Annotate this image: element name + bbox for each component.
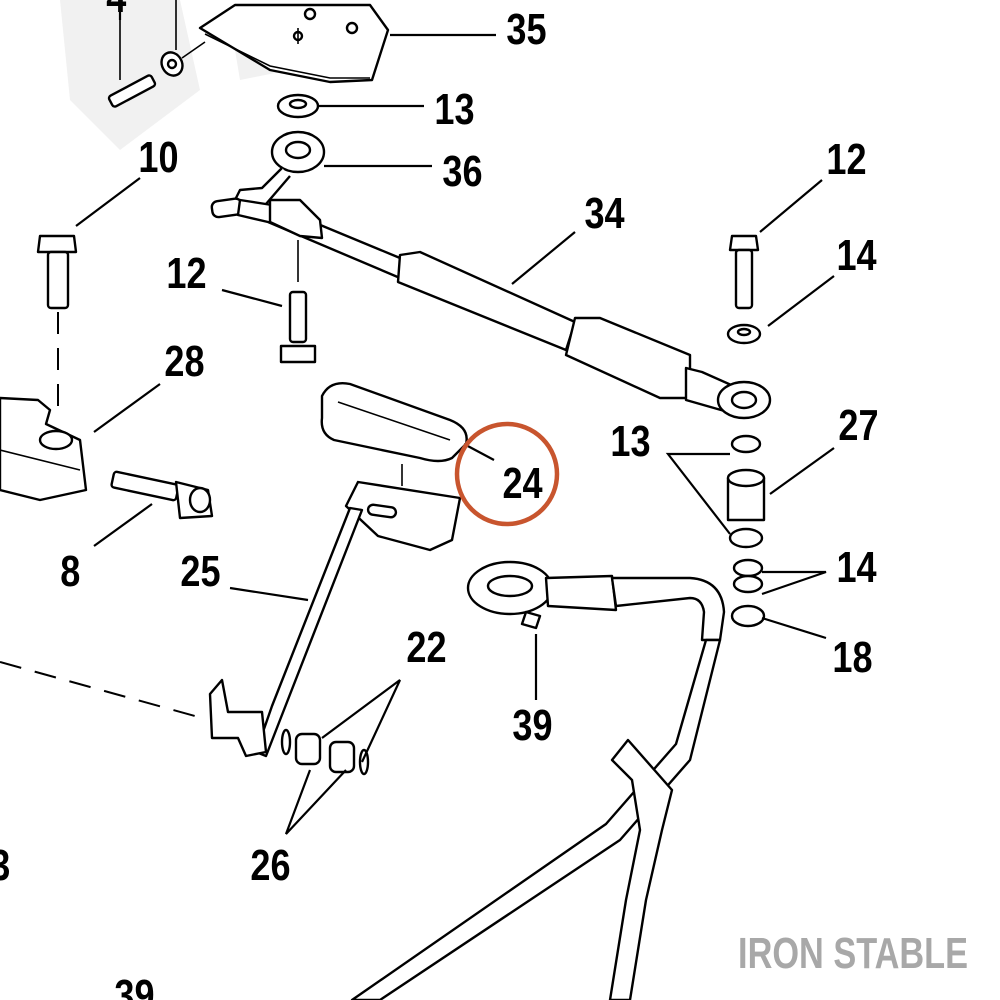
- callout-labels: 4 35 13 10 36 12 34 12 14 28 27 13 24 8 …: [0, 0, 879, 1000]
- callout-28: 28: [164, 337, 204, 386]
- dashed-pivot-axis: [0, 661, 203, 719]
- hardware-stack-right: [726, 234, 766, 628]
- callout-12-left: 12: [166, 249, 206, 298]
- callout-39-right: 39: [512, 701, 552, 750]
- part-35-bracket-plate: [198, 3, 390, 84]
- callout-24-highlight-circle: [454, 421, 560, 527]
- part-4-screw: [107, 0, 206, 108]
- callout-22: 22: [406, 623, 446, 672]
- part-34-control-rod: [236, 198, 772, 420]
- callout-10: 10: [138, 133, 178, 182]
- callout-14-bottom: 14: [836, 543, 877, 592]
- part-10-bolt: [36, 234, 78, 420]
- callout-25: 25: [180, 547, 220, 596]
- callout-13-right: 13: [610, 417, 650, 466]
- callout-34: 34: [584, 189, 625, 238]
- callout-3: 3: [0, 841, 10, 890]
- part-24-pedal-pad: [320, 382, 468, 486]
- callout-27: 27: [838, 401, 878, 450]
- part-28-pivot-bracket: [0, 396, 88, 502]
- watermark-iron-stable: IRON STABLE: [738, 929, 968, 978]
- callout-26: 26: [250, 841, 290, 890]
- callout-35: 35: [506, 5, 546, 54]
- part-8-socket-screw: [110, 470, 214, 520]
- part-12-bolt-left: [279, 240, 317, 364]
- part-25-pedal-arm: [208, 480, 462, 758]
- callout-4: 4: [106, 0, 127, 22]
- callout-24: 24: [502, 459, 543, 508]
- callout-36: 36: [442, 147, 482, 196]
- callout-8: 8: [60, 547, 80, 596]
- callout-12-right: 12: [826, 135, 866, 184]
- callout-39-bottom: 39: [114, 971, 154, 1000]
- part-39-brake-line: [350, 560, 726, 1000]
- callout-18: 18: [832, 633, 872, 682]
- part-13-nut-top: [276, 93, 320, 119]
- part-26-bushings: [280, 728, 370, 776]
- callout-13-top: 13: [434, 85, 474, 134]
- callout-14-top: 14: [836, 231, 877, 280]
- leader-lines: [75, 0, 835, 835]
